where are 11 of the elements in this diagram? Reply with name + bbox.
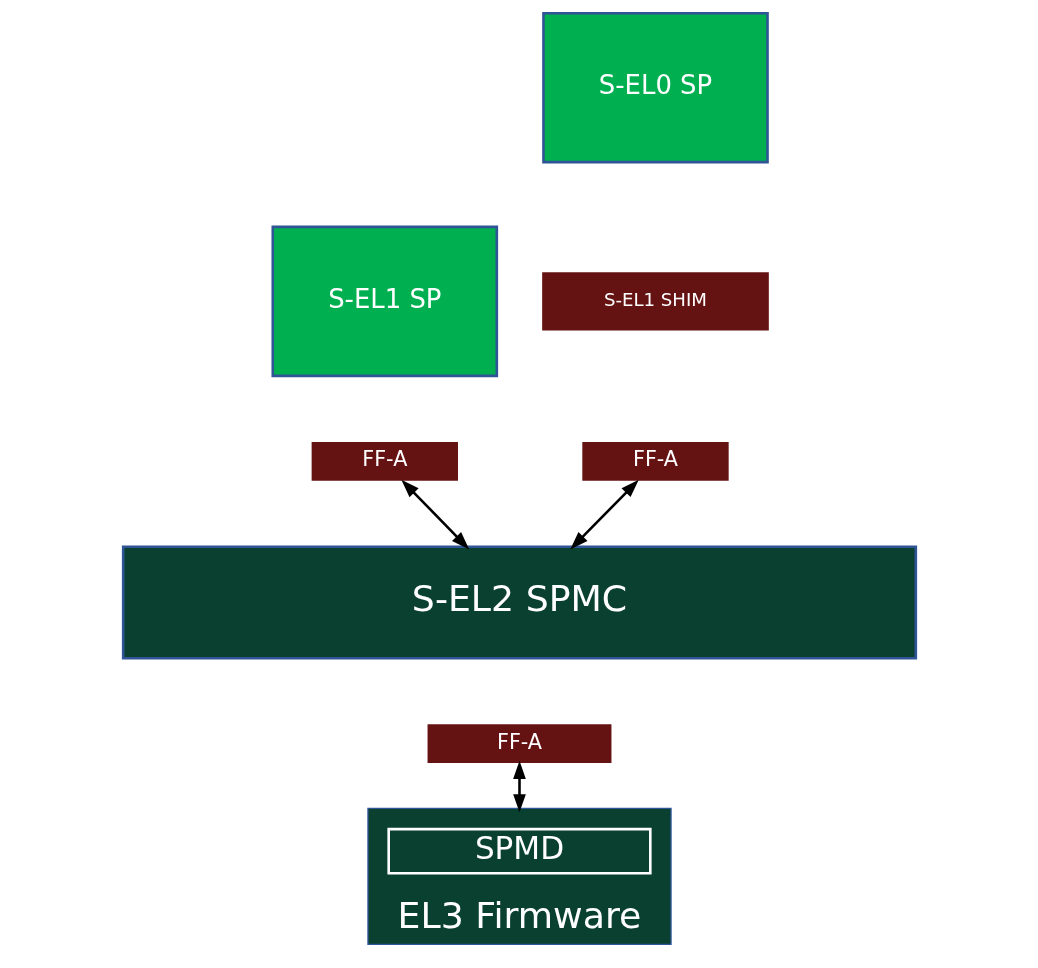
arrow <box>512 760 526 813</box>
arrow <box>569 479 639 550</box>
node-box: S-EL0 SP <box>541 11 769 164</box>
node-box: FF-A <box>424 721 614 766</box>
node-box: S-EL2 SPMC <box>121 545 917 660</box>
node-box: S-EL1 SP <box>270 225 498 378</box>
node-box: FF-A <box>308 439 461 484</box>
arrow <box>400 479 469 550</box>
node-box: SPMD <box>386 827 652 875</box>
node-box: S-EL1 SHIM <box>541 272 769 331</box>
node-box: FF-A <box>579 439 731 484</box>
